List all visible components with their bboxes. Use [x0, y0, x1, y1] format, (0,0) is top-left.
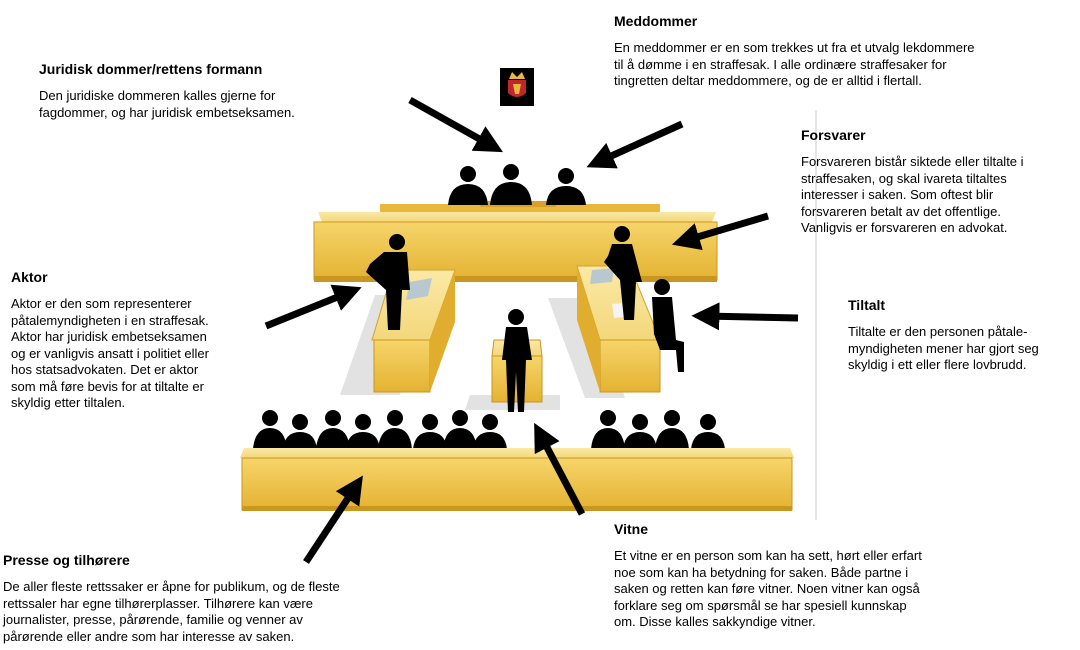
audience-person-body	[655, 428, 689, 449]
audience-silhouettes	[253, 410, 725, 449]
audience-bench	[240, 448, 794, 511]
audience-person-head	[355, 414, 371, 430]
audience-person-body	[378, 428, 412, 449]
audience-person-body	[473, 432, 507, 449]
arrow-meddommer	[586, 120, 684, 169]
audience-person-head	[664, 410, 680, 426]
audience-person-body	[283, 432, 317, 449]
arrow-vitne	[534, 422, 586, 516]
label-title: Juridisk dommer/rettens formann	[39, 61, 263, 77]
label-title: Tiltalt	[848, 297, 886, 313]
audience-person-body	[316, 428, 350, 449]
pointer-arrows	[264, 96, 799, 564]
label-description: De aller fleste rettssaker er åpne for p…	[3, 579, 340, 644]
label-title: Meddommer	[614, 13, 698, 29]
label-description: Et vitne er en person som kan ha sett, h…	[614, 548, 922, 629]
arrow-tiltalt	[691, 302, 799, 331]
audience-person-head	[600, 410, 616, 426]
label-title: Forsvarer	[801, 127, 866, 143]
label-title: Presse og tilhørere	[3, 552, 130, 568]
label-presse-tilhorere: Presse og tilhørere De aller fleste rett…	[3, 551, 340, 645]
coat-of-arms-emblem	[500, 68, 534, 106]
audience-person-head	[632, 414, 648, 430]
label-description: En meddommer er en som trekkes ut fra et…	[614, 40, 975, 88]
defender-silhouette	[604, 226, 642, 320]
arrow-juridisk	[408, 96, 503, 153]
label-description: Den juridiske dommeren kalles gjerne for…	[39, 88, 295, 120]
label-description: Aktor er den som representerer påtalemyn…	[11, 296, 209, 410]
audience-person-head	[422, 414, 438, 430]
audience-person-head	[292, 414, 308, 430]
audience-person-body	[623, 432, 657, 449]
audience-person-body	[346, 432, 380, 449]
label-juridisk-dommer: Juridisk dommer/rettens formann Den juri…	[39, 60, 295, 121]
judges-silhouettes	[448, 164, 586, 205]
audience-person-head	[325, 410, 341, 426]
arrow-forsvarer	[671, 212, 769, 251]
audience-person-body	[691, 432, 725, 449]
audience-person-head	[452, 410, 468, 426]
label-tiltalt: Tiltalt Tiltalte er den personen påtale-…	[848, 296, 1039, 374]
witness-silhouette	[502, 309, 532, 412]
prosecutor-silhouette	[366, 234, 410, 330]
label-title: Vitne	[614, 521, 648, 537]
label-vitne: Vitne Et vitne er en person som kan ha s…	[614, 520, 922, 631]
label-description: Tiltalte er den personen påtale- myndigh…	[848, 324, 1039, 372]
arrow-aktor	[264, 284, 362, 330]
audience-person-head	[387, 410, 403, 426]
judges-bench	[313, 201, 718, 282]
audience-person-body	[413, 432, 447, 449]
label-aktor: Aktor Aktor er den som representerer påt…	[11, 268, 209, 412]
audience-person-body	[591, 428, 625, 449]
label-forsvarer: Forsvarer Forsvareren bistår siktede ell…	[801, 126, 1024, 237]
label-description: Forsvareren bistår siktede eller tiltalt…	[801, 154, 1024, 235]
divider-line	[815, 110, 817, 520]
label-title: Aktor	[11, 269, 48, 285]
label-meddommer: Meddommer En meddommer er en som trekkes…	[614, 12, 975, 90]
audience-person-head	[262, 410, 278, 426]
audience-person-body	[253, 428, 287, 449]
audience-person-head	[482, 414, 498, 430]
audience-person-head	[700, 414, 716, 430]
audience-person-body	[443, 428, 477, 449]
arrow-presse	[303, 475, 363, 564]
defendant-silhouette	[652, 279, 684, 372]
